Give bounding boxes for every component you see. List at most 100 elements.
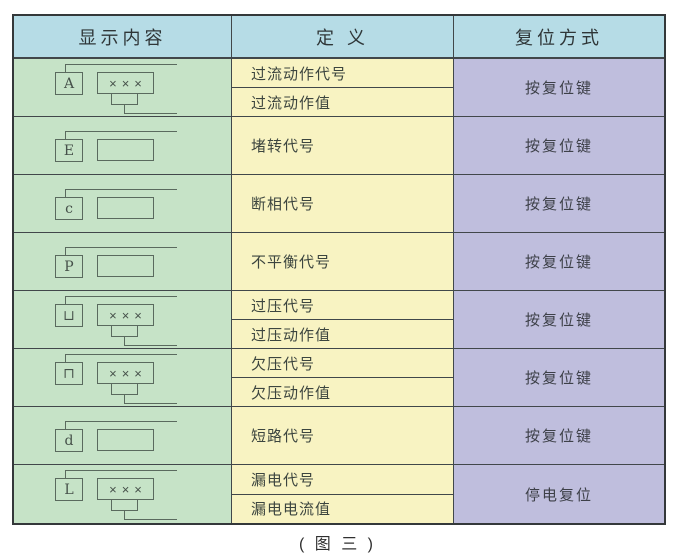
reset-method-cell: 按复位键 xyxy=(454,407,664,465)
definition-text: 短路代号 xyxy=(251,428,316,445)
code-digit-box: c xyxy=(55,197,83,220)
code-digit-box: L xyxy=(55,478,83,501)
connector-riser-line xyxy=(65,131,66,140)
definition-cell: 过压代号过压动作值 xyxy=(232,291,454,349)
reset-method-cell: 停电复位 xyxy=(454,465,664,523)
definition-text: 过压动作值 xyxy=(232,319,453,348)
table-body: A ××× 过流动作代号过流动作值 按复位键 E xyxy=(14,59,664,523)
reset-method-cell: 按复位键 xyxy=(454,117,664,175)
code-digit-box: ⊔ xyxy=(55,304,83,327)
reset-method-cell: 按复位键 xyxy=(454,291,664,349)
value-digits: ××× xyxy=(109,365,147,381)
value-digits-box: ××× xyxy=(97,304,154,326)
definition-cell: 欠压代号欠压动作值 xyxy=(232,349,454,407)
table-row: L ××× 漏电代号漏电电流值 停电复位 xyxy=(14,465,664,523)
alternate-bracket-line xyxy=(124,519,177,520)
display-diagram: c xyxy=(14,175,231,232)
display-content-cell: d xyxy=(14,407,232,465)
connector-riser-line xyxy=(65,421,66,430)
alternate-bracket-riser xyxy=(124,104,125,114)
display-content-cell: P xyxy=(14,233,232,291)
reset-method-cell: 按复位键 xyxy=(454,59,664,117)
code-digit-box: E xyxy=(55,139,83,162)
code-symbol: A xyxy=(63,75,75,92)
value-digits: ××× xyxy=(109,481,147,497)
figure-caption: ( 图 三 ) xyxy=(299,536,376,553)
display-content-cell: ⊓ ××× xyxy=(14,349,232,407)
table-row: E 堵转代号 按复位键 xyxy=(14,117,664,175)
reset-method-cell: 按复位键 xyxy=(454,233,664,291)
code-symbol: ⊓ xyxy=(63,365,75,382)
display-diagram: ⊓ ××× xyxy=(14,349,231,406)
table-header-row: 显示内容 定 义 复位方式 xyxy=(14,16,664,59)
display-diagram: L ××× xyxy=(14,465,231,523)
display-content-cell: A ××× xyxy=(14,59,232,117)
table-row: ⊔ ××× 过压代号过压动作值 按复位键 xyxy=(14,291,664,349)
display-diagram: P xyxy=(14,233,231,290)
definition-text: 漏电代号 xyxy=(251,471,316,489)
table-row: ⊓ ××× 欠压代号欠压动作值 按复位键 xyxy=(14,349,664,407)
display-content-cell: E xyxy=(14,117,232,175)
definition-cell: 不平衡代号 xyxy=(232,233,454,291)
connector-top-line xyxy=(65,421,177,422)
code-digit-box: ⊓ xyxy=(55,362,83,385)
display-diagram: A ××× xyxy=(14,59,231,116)
header-reset-method: 复位方式 xyxy=(454,16,664,59)
table-row: A ××× 过流动作代号过流动作值 按复位键 xyxy=(14,59,664,117)
definition-cell: 短路代号 xyxy=(232,407,454,465)
value-digits: ××× xyxy=(109,75,147,91)
definition-cell: 过流动作代号过流动作值 xyxy=(232,59,454,117)
definition-text: 欠压代号 xyxy=(251,355,316,373)
definition-text: 不平衡代号 xyxy=(251,254,332,271)
code-symbol: E xyxy=(63,142,75,159)
definition-text: 欠压动作值 xyxy=(232,377,453,406)
value-digits-box: ××× xyxy=(97,72,154,94)
connector-riser-line xyxy=(65,470,66,479)
code-symbol: c xyxy=(65,200,73,217)
table-row: P 不平衡代号 按复位键 xyxy=(14,233,664,291)
display-diagram: ⊔ ××× xyxy=(14,291,231,348)
value-digits-box xyxy=(97,255,154,277)
connector-top-line xyxy=(65,64,177,65)
value-digits: ××× xyxy=(109,307,147,323)
connector-top-line xyxy=(65,247,177,248)
table-row: c 断相代号 按复位键 xyxy=(14,175,664,233)
connector-riser-line xyxy=(65,296,66,305)
code-digit-box: d xyxy=(55,429,83,452)
code-digit-box: P xyxy=(55,255,83,278)
definition-text: 堵转代号 xyxy=(251,138,316,155)
definition-text: 过流动作值 xyxy=(232,87,453,116)
alternate-bracket-line xyxy=(124,113,177,114)
code-symbol: P xyxy=(64,258,74,275)
alternate-bracket-line xyxy=(124,345,177,346)
connector-top-line xyxy=(65,296,177,297)
connector-top-line xyxy=(65,131,177,132)
value-digits-box xyxy=(97,429,154,451)
value-digits-box: ××× xyxy=(97,478,154,500)
display-content-cell: L ××× xyxy=(14,465,232,523)
code-symbol: d xyxy=(64,432,74,449)
connector-riser-line xyxy=(65,354,66,363)
definition-cell: 漏电代号漏电电流值 xyxy=(232,465,454,523)
value-digits-box: ××× xyxy=(97,362,154,384)
definition-text: 过压代号 xyxy=(251,297,316,315)
code-symbol: L xyxy=(64,481,74,498)
reset-method-cell: 按复位键 xyxy=(454,349,664,407)
code-symbol: ⊔ xyxy=(63,307,75,324)
reset-method-cell: 按复位键 xyxy=(454,175,664,233)
connector-top-line xyxy=(65,354,177,355)
connector-riser-line xyxy=(65,189,66,198)
table-row: d 短路代号 按复位键 xyxy=(14,407,664,465)
display-diagram: d xyxy=(14,407,231,464)
alternate-bracket-riser xyxy=(124,336,125,346)
header-display-content: 显示内容 xyxy=(14,16,232,59)
definition-text: 断相代号 xyxy=(251,196,316,213)
connector-top-line xyxy=(65,189,177,190)
connector-riser-line xyxy=(65,247,66,256)
connector-top-line xyxy=(65,470,177,471)
definition-cell: 堵转代号 xyxy=(232,117,454,175)
value-digits-box xyxy=(97,197,154,219)
header-definition: 定 义 xyxy=(232,16,454,59)
alternate-bracket-riser xyxy=(124,394,125,404)
